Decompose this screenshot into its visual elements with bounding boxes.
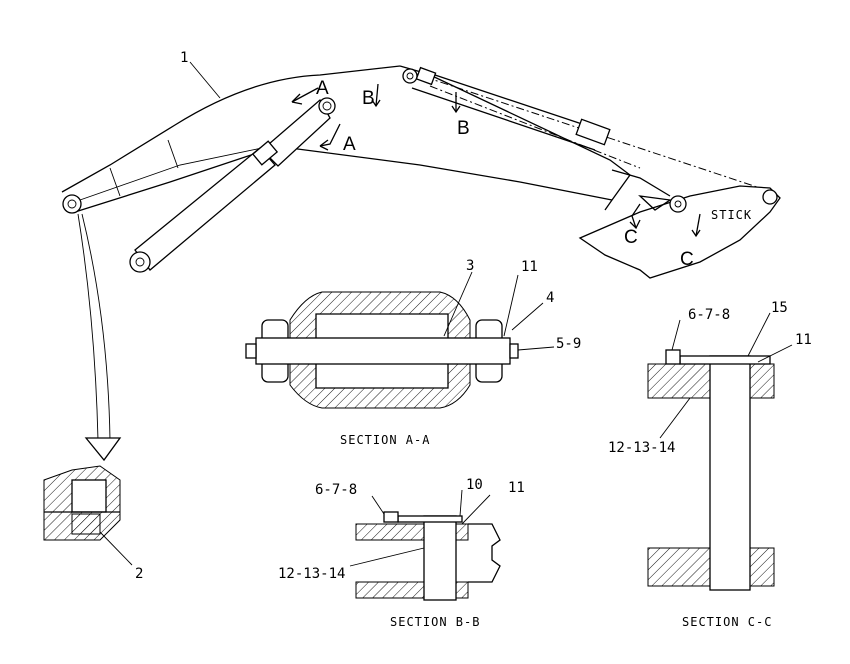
callout-10: 10 [466, 477, 483, 493]
section-marker-b-right: B [457, 118, 470, 139]
section-marker-a-top: A [316, 78, 329, 99]
section-b-b-view [349, 489, 501, 601]
detail-leader-arrow [77, 213, 122, 462]
section-marker-c-right: C [680, 249, 694, 270]
boom [61, 65, 671, 214]
section-a-a-title: SECTION A-A [340, 433, 430, 447]
callout-1: 1 [180, 50, 188, 66]
section-arrows [291, 83, 701, 238]
section-marker-b-left: B [362, 88, 375, 109]
callout-15: 15 [771, 300, 788, 316]
leader-1 [189, 61, 221, 99]
callout-5-9: 5-9 [556, 336, 581, 352]
callout-12-13-14-cc: 12-13-14 [608, 440, 675, 456]
callout-4: 4 [546, 290, 554, 306]
section-c-c-view [647, 312, 793, 591]
callout-2: 2 [135, 566, 143, 582]
section-b-b-title: SECTION B-B [390, 615, 480, 629]
stick-label: STICK [711, 208, 752, 222]
callout-12-13-14-bb: 12-13-14 [278, 566, 345, 582]
callout-11-bb: 11 [508, 480, 525, 496]
callout-6-7-8-cc: 6-7-8 [688, 307, 730, 323]
callout-11-aa: 11 [521, 259, 538, 275]
section-c-c-title: SECTION C-C [682, 615, 772, 629]
callout-11-cc: 11 [795, 332, 812, 348]
section-marker-a-bottom: A [343, 134, 356, 155]
stick-assembly [402, 66, 781, 279]
section-a-a-view [245, 271, 555, 409]
detail-2-view [43, 465, 133, 566]
callout-3: 3 [466, 258, 474, 274]
boom-cylinder [129, 97, 336, 273]
section-marker-c-left: C [624, 227, 638, 248]
callout-6-7-8-bb: 6-7-8 [315, 482, 357, 498]
